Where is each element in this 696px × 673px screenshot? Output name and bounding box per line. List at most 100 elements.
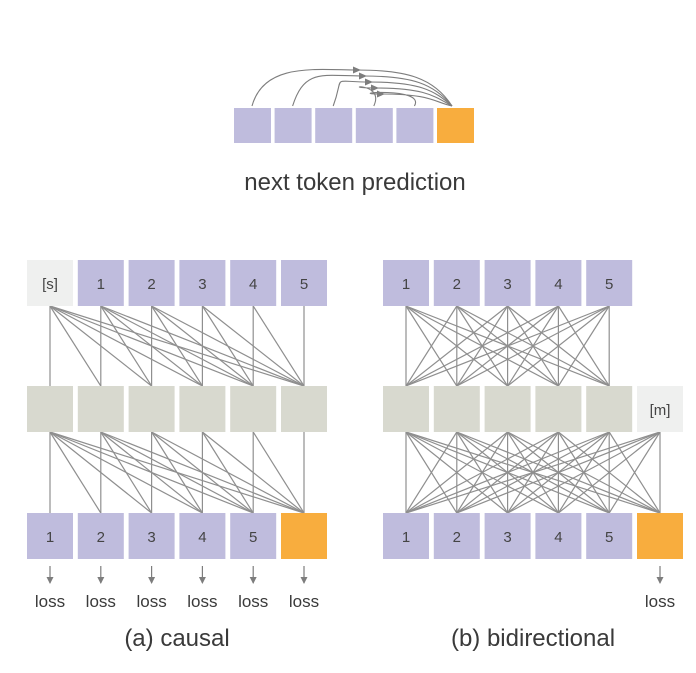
input-to-hidden-connection <box>405 305 610 387</box>
input-to-hidden-connection <box>151 305 203 387</box>
input-to-hidden-connection <box>201 305 254 387</box>
input-to-hidden-connection <box>405 305 508 387</box>
causal-output-token-box <box>179 513 226 559</box>
bidirectional-input-token-label: 5 <box>605 276 613 293</box>
causal-hidden-state-box <box>230 386 277 432</box>
input-to-hidden-connection <box>557 305 610 387</box>
hidden-to-output-connection <box>405 431 610 514</box>
causal-input-token-box <box>281 260 327 306</box>
context-token-box <box>274 108 312 143</box>
causal-output-token-label: 4 <box>198 529 206 546</box>
input-to-hidden-connection <box>252 305 305 387</box>
arc-arrowhead <box>365 78 373 86</box>
causal-input-token-box <box>230 260 277 306</box>
loss-label: loss <box>645 592 675 611</box>
causal-input-token-label: 5 <box>300 276 308 293</box>
start-token-label: [s] <box>42 276 58 293</box>
input-to-hidden-connection <box>405 305 559 387</box>
bidirectional-input-token-label: 3 <box>503 276 511 293</box>
loss-label: loss <box>86 592 116 611</box>
causal-input-token-label: 3 <box>198 276 206 293</box>
next-token-prediction-panel <box>234 66 474 143</box>
hidden-to-output-connection <box>49 431 102 514</box>
bidirectional-output-token-box <box>535 513 582 559</box>
causal-hidden-state-box <box>281 386 327 432</box>
bidirectional-output-token-box <box>586 513 633 559</box>
bidirectional-hidden-state-box <box>586 386 633 432</box>
bidirectional-hidden-state-box <box>535 386 582 432</box>
causal-output-token-label: 2 <box>97 529 105 546</box>
predicted-token-box <box>437 108 474 143</box>
attention-arc <box>332 80 453 107</box>
causal-hidden-state-box <box>77 386 124 432</box>
hidden-to-output-connection <box>558 431 661 514</box>
loss-label: loss <box>35 592 65 611</box>
bidirectional-output-token-box <box>383 513 429 559</box>
attention-arc <box>370 91 453 107</box>
context-token-box <box>355 108 393 143</box>
bidirectional-input-token-box <box>535 260 582 306</box>
bidirectional-hidden-state-box <box>433 386 480 432</box>
bidirectional-input-token-box <box>484 260 531 306</box>
bidirectional-predicted-token-box <box>637 513 683 559</box>
hidden-to-output-connection <box>100 431 153 514</box>
loss-label: loss <box>136 592 166 611</box>
causal-output-token-box <box>27 513 73 559</box>
loss-label: loss <box>187 592 217 611</box>
bidirectional-output-token-box <box>433 513 480 559</box>
bidirectional-input-token-label: 2 <box>453 276 461 293</box>
causal-output-token-box <box>77 513 124 559</box>
causal-output-token-label: 5 <box>249 529 257 546</box>
bidirectional-caption: (b) bidirectional <box>451 625 615 652</box>
bidirectional-output-token-label: 5 <box>605 529 613 546</box>
hidden-to-output-connection <box>405 431 661 514</box>
arc-arrowhead <box>377 90 385 98</box>
causal-output-token-box <box>128 513 175 559</box>
hidden-to-output-connection <box>608 431 661 514</box>
bidirectional-output-token-label: 4 <box>554 529 562 546</box>
mask-token-box <box>637 386 683 432</box>
hidden-to-output-connection <box>405 431 508 514</box>
hidden-to-output-connection <box>507 431 661 514</box>
causal-input-token-label: 4 <box>249 276 257 293</box>
input-to-hidden-connection <box>100 305 153 387</box>
bidirectional-input-token-box <box>586 260 633 306</box>
causal-caption: (a) causal <box>124 625 229 652</box>
input-to-hidden-connection <box>405 305 458 387</box>
hidden-to-output-connection <box>456 431 661 514</box>
bidirectional-output-token-label: 1 <box>402 529 410 546</box>
input-to-hidden-connection <box>456 305 610 387</box>
causal-hidden-state-box <box>179 386 226 432</box>
loss-label: loss <box>238 592 268 611</box>
context-token-box <box>234 108 271 143</box>
bidirectional-output-token-label: 2 <box>453 529 461 546</box>
hidden-to-output-connection <box>151 431 203 514</box>
context-token-box <box>315 108 353 143</box>
causal-input-token-label: 1 <box>97 276 105 293</box>
mask-token-label: [m] <box>650 402 671 419</box>
causal-input-token-box <box>179 260 226 306</box>
causal-input-token-box <box>128 260 175 306</box>
bidirectional-input-token-box <box>433 260 480 306</box>
bidirectional-hidden-state-box <box>484 386 531 432</box>
arc-arrowhead <box>353 66 361 74</box>
hidden-to-output-connection <box>405 431 559 514</box>
input-to-hidden-connection <box>507 305 610 387</box>
causal-hidden-state-box <box>27 386 73 432</box>
causal-hidden-state-box <box>128 386 175 432</box>
bidirectional-hidden-state-box <box>383 386 429 432</box>
causal-output-token-box <box>230 513 277 559</box>
start-token-box <box>27 260 73 306</box>
bidirectional-input-token-label: 1 <box>402 276 410 293</box>
input-to-hidden-connection <box>49 305 102 387</box>
loss-label: loss <box>289 592 319 611</box>
hidden-to-output-connection <box>201 431 254 514</box>
next-token-prediction-caption: next token prediction <box>244 169 465 196</box>
causal-output-token-label: 3 <box>147 529 155 546</box>
arc-arrowhead <box>371 84 379 92</box>
bidirectional-output-token-label: 3 <box>503 529 511 546</box>
hidden-to-output-connection <box>252 431 305 514</box>
